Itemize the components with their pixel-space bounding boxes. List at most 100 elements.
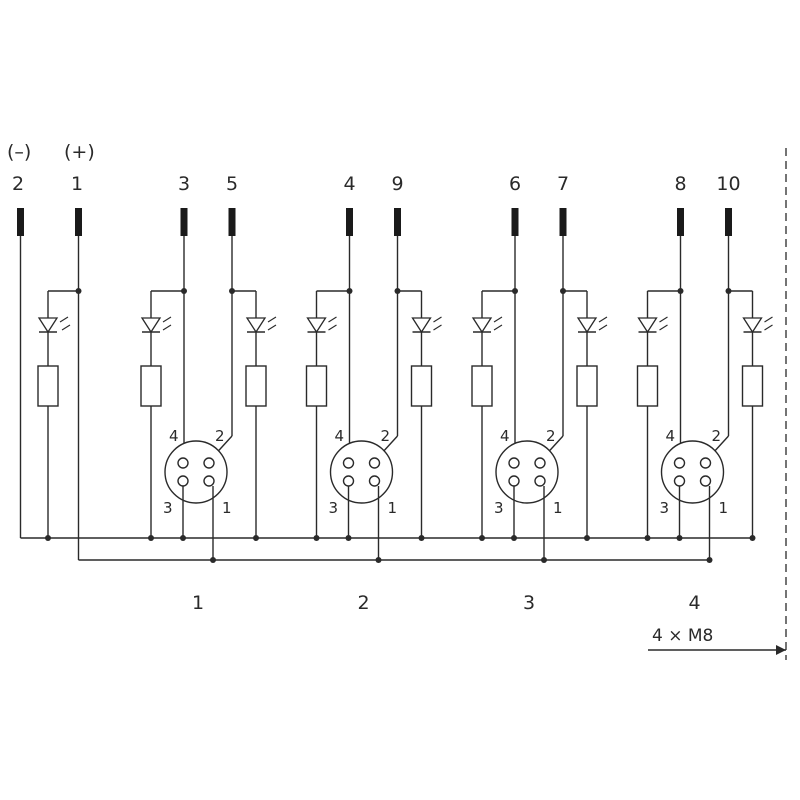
port-3-m8-connector: [495, 440, 559, 504]
port-2-signal-b-pin: [394, 208, 401, 236]
port-3-pin1-junction: [541, 557, 547, 563]
port-3-connector-pin-2: [534, 457, 546, 469]
port-2-connector-pin-1: [368, 475, 381, 487]
port-1-pin-label-1: 1: [222, 499, 232, 517]
port-3-pin-label-2: 2: [546, 427, 556, 445]
port-2-led-a-top-junction: [346, 288, 353, 294]
port-4-led-a-junction: [644, 535, 651, 541]
footnote-label: 4 × M8: [652, 626, 713, 646]
port-1-led-a-top-junction: [181, 288, 187, 294]
port-1-signal-b-label: 5: [226, 173, 238, 195]
port-1-connector-pin-4: [177, 457, 189, 469]
port-3-pin-label-1: 1: [553, 499, 563, 517]
port-4-m8-connector: [660, 440, 725, 504]
port-2-led-a-junction: [313, 535, 320, 541]
port-2-connector-pin-3: [342, 475, 355, 487]
port-2-pin1-junction: [375, 557, 382, 563]
port-1-number-label: 1: [192, 592, 204, 614]
port-3-connector-pin-1: [534, 475, 546, 487]
port-1-led-a-junction: [148, 535, 154, 541]
port-3-connector-pin-4: [508, 457, 520, 469]
port-1-pin3-junction: [180, 535, 186, 541]
port-2-pin-label-2: 2: [381, 427, 391, 445]
port-2-led-b: [411, 316, 442, 334]
port-4-led-b-top-junction: [725, 288, 732, 294]
port-3-number-label: 3: [523, 592, 535, 614]
port-3-pin-label-4: 4: [500, 427, 510, 445]
minus-polarity-label: (–): [7, 141, 31, 163]
port-3-signal-b-label: 7: [557, 173, 569, 195]
port-3-led-b: [576, 316, 608, 334]
port-2-signal-a-label: 4: [343, 173, 355, 195]
port-1-pin-label-4: 4: [169, 427, 179, 445]
port-3-led-b-resistor: [576, 365, 598, 407]
port-4-signal-b-pin: [725, 208, 732, 236]
port-1-pin-label-3: 3: [163, 499, 173, 517]
port-1-m8-connector: [164, 440, 228, 504]
port-1-signal-a-label: 3: [178, 173, 190, 195]
port-1-led-a-resistor: [140, 365, 162, 407]
port-4-number-label: 4: [688, 592, 700, 614]
port-3-led-a-top-junction: [512, 288, 518, 294]
plus-terminal-pin: [75, 208, 82, 236]
port-4-pin-label-2: 2: [712, 427, 722, 445]
port-4-connector-pin-3: [673, 475, 686, 487]
port-1-pin1-junction: [210, 557, 216, 563]
port-4-led-a-top-junction: [677, 288, 684, 294]
port-4-pin3-junction: [676, 535, 683, 541]
port-4-led-b-junction: [749, 535, 756, 541]
port-1-connector-pin-3: [177, 475, 189, 487]
port-2-led-a: [306, 316, 337, 334]
port-1-led-b-junction: [253, 535, 259, 541]
minus-terminal-pin: [17, 208, 24, 236]
port-4-signal-a-pin: [677, 208, 684, 236]
port-2-led-b-junction: [418, 535, 425, 541]
port-2-signal-a-pin: [346, 208, 353, 236]
port-2-signal-b-label: 9: [391, 173, 403, 195]
port-4-connector-pin-1: [699, 475, 712, 487]
port-1-signal-b-pin: [228, 208, 236, 236]
port-1-connector-pin-2: [203, 457, 215, 469]
minus-terminal-label: 2: [12, 173, 24, 195]
port-4-led-b-resistor: [741, 365, 764, 407]
port-4-led-a: [637, 316, 668, 334]
port-3-led-a-junction: [479, 535, 485, 541]
port-3-signal-b-pin: [559, 208, 567, 236]
power-led-resistor: [37, 365, 59, 407]
port-4-pin1-junction: [706, 557, 713, 563]
plus-polarity-label: (+): [64, 141, 95, 163]
port-2-connector-pin-4: [342, 457, 355, 469]
port-2-pin-label-1: 1: [388, 499, 398, 517]
port-4-pin-label-3: 3: [660, 499, 670, 517]
port-2-led-b-top-junction: [394, 288, 401, 294]
port-3-pin3-junction: [511, 535, 517, 541]
port-2-pin-label-4: 4: [335, 427, 345, 445]
port-4-connector-pin-4: [673, 457, 686, 469]
port-2-connector-pin-2: [368, 457, 381, 469]
port-1-signal-a-pin: [180, 208, 188, 236]
port-1-led-a: [140, 316, 172, 334]
port-4-led-b: [742, 316, 773, 334]
port-3-led-b-junction: [584, 535, 590, 541]
port-2-m8-connector: [329, 440, 394, 504]
port-1-pin-label-2: 2: [215, 427, 225, 445]
port-4-led-a-resistor: [636, 365, 659, 407]
footnote-arrow-head: [776, 645, 786, 655]
port-4-connector-pin-2: [699, 457, 712, 469]
port-2-led-a-resistor: [305, 365, 328, 407]
port-4-pin-label-1: 1: [719, 499, 729, 517]
port-1-connector-pin-1: [203, 475, 215, 487]
port-3-signal-a-label: 6: [509, 173, 521, 195]
power-led: [37, 316, 71, 334]
port-3-led-a-resistor: [471, 365, 493, 407]
port-1-led-b: [245, 316, 277, 334]
port-3-led-b-top-junction: [560, 288, 566, 294]
port-4-signal-b-label: 10: [716, 173, 740, 195]
port-4-pin-label-4: 4: [666, 427, 676, 445]
port-2-pin-label-3: 3: [329, 499, 339, 517]
port-2-number-label: 2: [357, 592, 369, 614]
port-1-led-b-top-junction: [229, 288, 235, 294]
port-2-led-b-resistor: [410, 365, 433, 407]
